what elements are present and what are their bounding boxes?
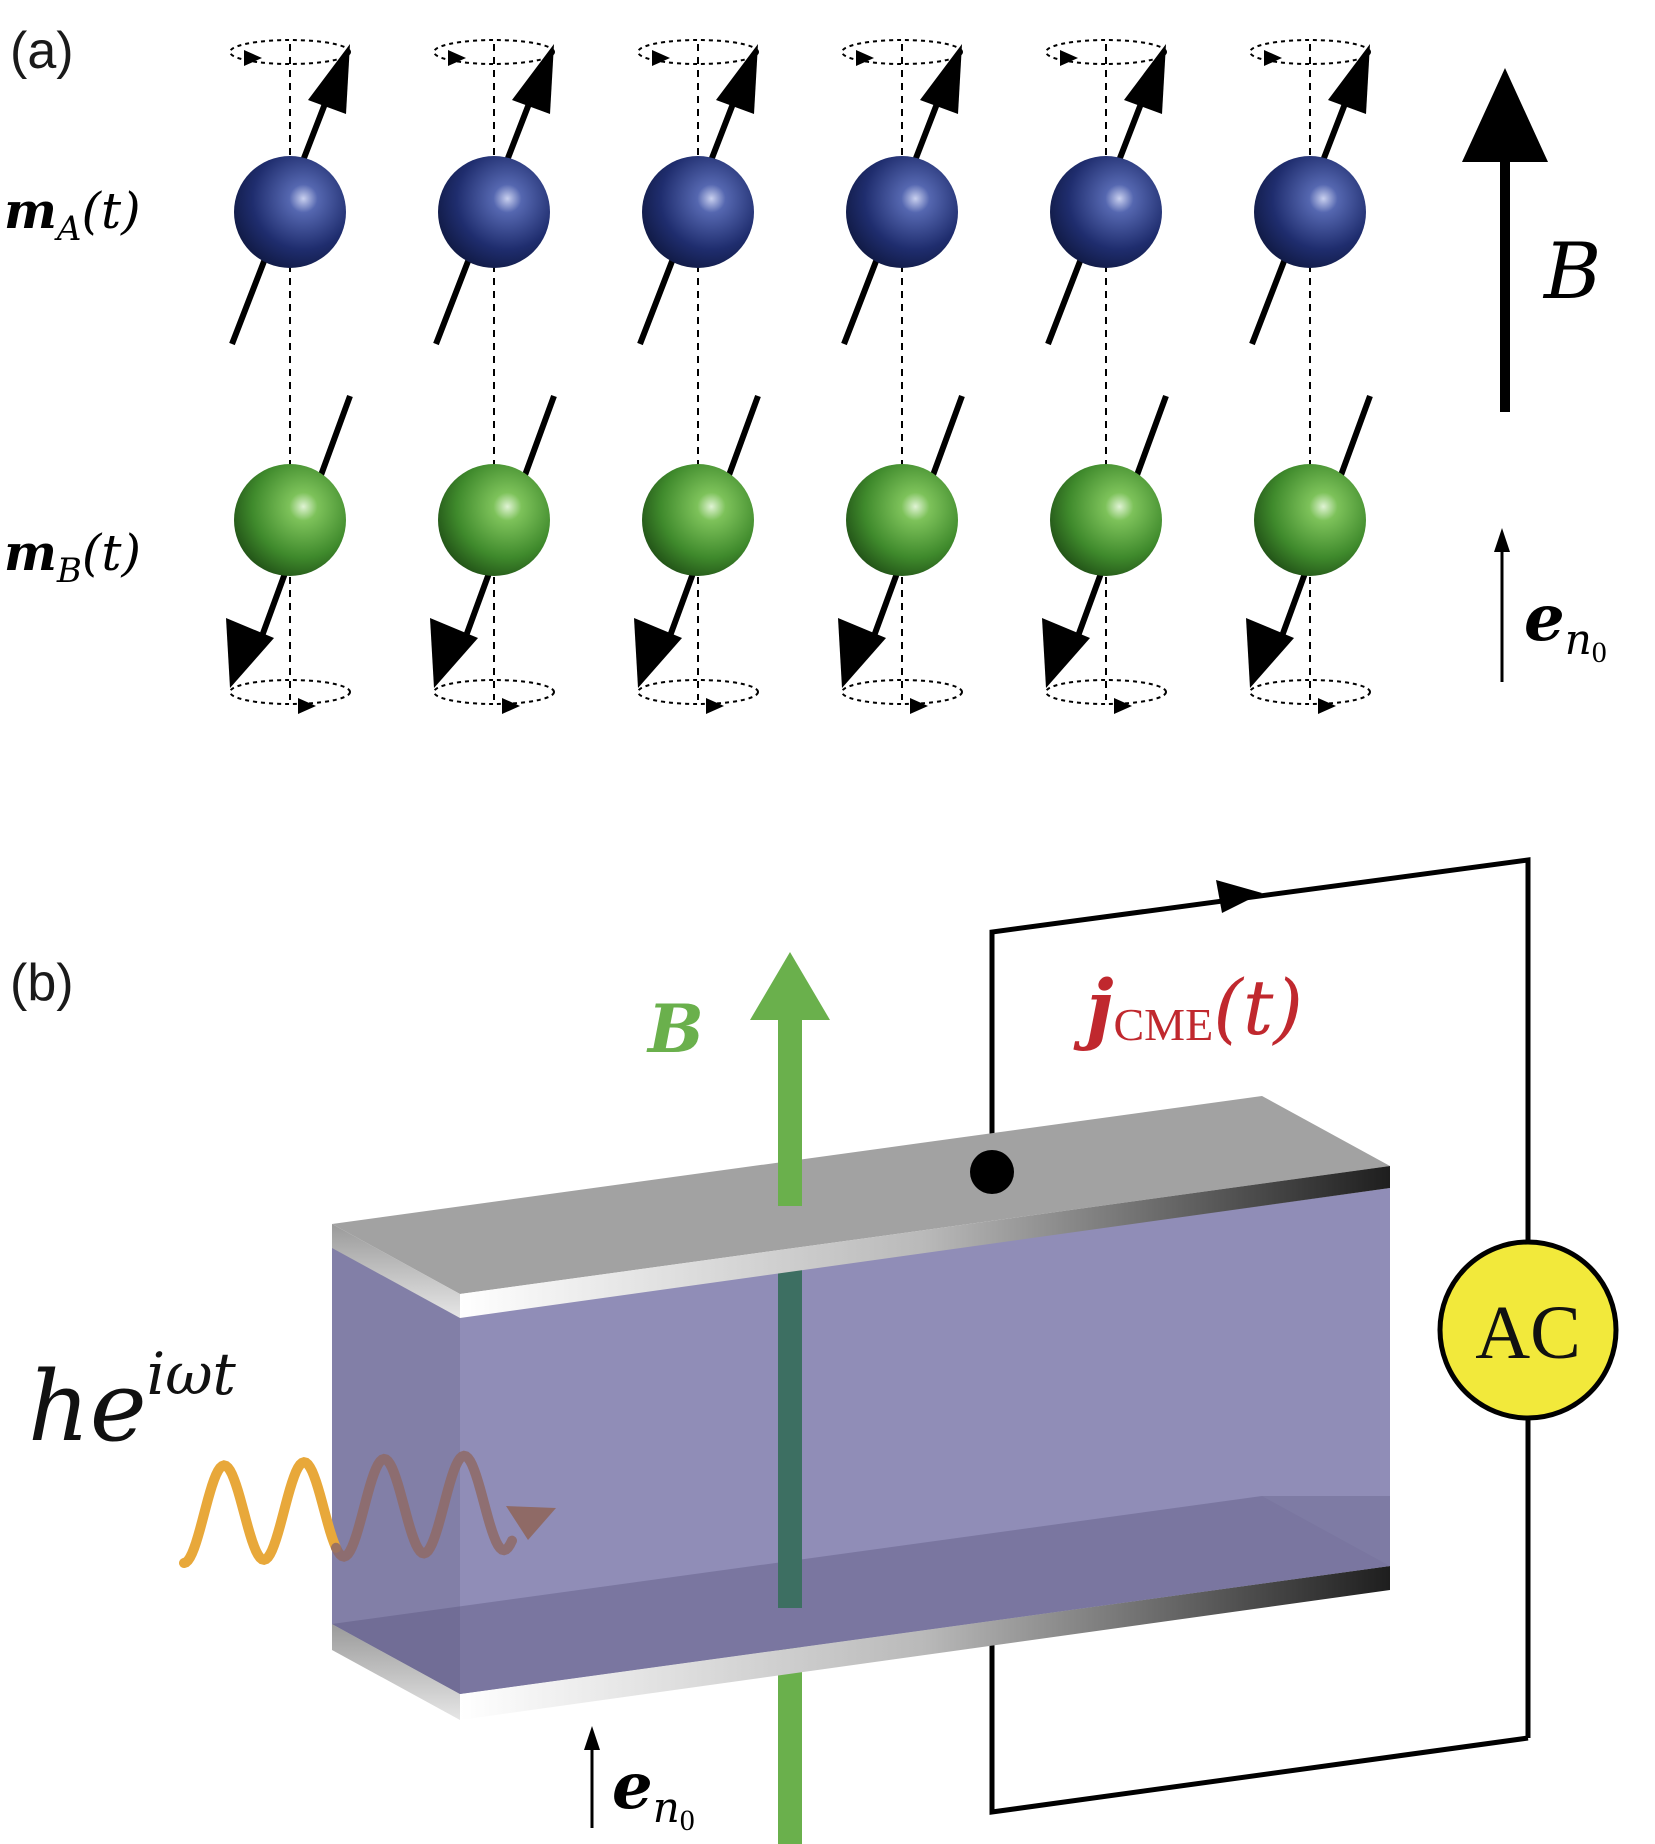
ac-source: AC	[1437, 1239, 1619, 1421]
row-b-symbol: m	[4, 523, 57, 582]
sublattice-a-atom	[846, 156, 958, 268]
axis-label-a: en0	[1524, 581, 1607, 669]
field-arrow	[1462, 68, 1548, 412]
spin-a-arrowhead	[308, 44, 350, 114]
sublattice-b-atom	[438, 464, 550, 576]
sublattice-a-atom	[234, 156, 346, 268]
row-a-label: mA(t)	[4, 181, 141, 249]
sublattice-a-atom	[1050, 156, 1162, 268]
row-b-subscript: B	[56, 551, 82, 591]
precession-orbit-bottom	[1045, 679, 1167, 705]
axis-a-symbol: e	[1524, 581, 1565, 656]
spin-a-arrowhead	[920, 44, 962, 114]
precession-orbit-top	[637, 39, 759, 65]
axis-b-subsubscript: 0	[680, 1804, 695, 1837]
spin-a-arrowhead	[1328, 44, 1370, 114]
orbit-arrowhead	[706, 698, 724, 714]
precession-orbit-top	[433, 39, 555, 65]
spin-a-arrowhead	[716, 44, 758, 114]
current-subscript: CME	[1114, 999, 1214, 1050]
sublattice-a-atom	[642, 156, 754, 268]
orbit-arrowhead	[448, 50, 466, 66]
orbit-arrowhead	[1264, 50, 1282, 66]
axis-arrow-b	[584, 1726, 600, 1828]
precession-orbit-top	[1249, 39, 1371, 65]
field-label-b: B	[646, 990, 704, 1068]
sublattice-b-atom	[1254, 464, 1366, 576]
precession-orbit-bottom	[841, 679, 963, 705]
precession-orbit-top	[841, 39, 963, 65]
current-label: jCME(t)	[1073, 963, 1303, 1052]
current-direction-arrow	[1216, 880, 1262, 913]
row-a-subscript: A	[54, 209, 82, 249]
sublattice-b-atom	[846, 464, 958, 576]
orbit-arrowhead	[298, 698, 316, 714]
spin-b-arrowhead	[634, 618, 682, 688]
field-label-a: B	[1542, 227, 1601, 317]
spin-site	[1246, 39, 1373, 714]
orbit-arrowhead	[910, 698, 928, 714]
precession-orbit-bottom	[229, 679, 351, 705]
wave-exponent: iωt	[147, 1340, 237, 1408]
top-plate	[332, 1096, 1390, 1318]
spin-a-arrowhead	[512, 44, 554, 114]
spin-site	[226, 39, 353, 714]
precession-orbit-bottom	[433, 679, 555, 705]
row-a-argument: (t)	[81, 182, 140, 240]
orbit-arrowhead	[856, 50, 874, 66]
sublattice-b-atom	[234, 464, 346, 576]
spin-b-arrowhead	[430, 618, 478, 688]
panel-b-label: (b)	[10, 954, 74, 1012]
spin-a-arrowhead	[1124, 44, 1166, 114]
spin-b-arrowhead	[226, 618, 274, 688]
wave-label: heiωt	[28, 1340, 236, 1463]
sublattice-a-atom	[1254, 156, 1366, 268]
orbit-arrowhead	[502, 698, 520, 714]
axis-a-subscript: n	[1565, 615, 1592, 664]
axis-label-b: en0	[612, 1749, 695, 1837]
spin-site	[430, 39, 557, 714]
panel-b: (b)	[10, 857, 1619, 1844]
panel-a-label: (a)	[10, 22, 74, 80]
sublattice-b-atom	[1050, 464, 1162, 576]
spin-site	[1042, 39, 1169, 714]
axis-arrow-a	[1494, 528, 1510, 682]
orbit-arrowhead	[244, 50, 262, 66]
spin-b-arrowhead	[1042, 618, 1090, 688]
current-argument: (t)	[1213, 963, 1303, 1052]
ac-source-label: AC	[1475, 1291, 1581, 1375]
row-b-argument: (t)	[82, 524, 141, 582]
wave-base: he	[28, 1351, 147, 1463]
axis-b-symbol: e	[612, 1749, 653, 1824]
row-b-label: mB(t)	[4, 523, 141, 591]
sublattice-a-atom	[438, 156, 550, 268]
orbit-arrowhead	[1114, 698, 1132, 714]
field-line-inside	[778, 1264, 802, 1608]
orbit-arrowhead	[652, 50, 670, 66]
incident-wave	[179, 1450, 556, 1568]
precession-orbit-bottom	[1249, 679, 1371, 705]
current-symbol: j	[1073, 963, 1114, 1052]
orbit-arrowhead	[1318, 698, 1336, 714]
precession-orbit-bottom	[637, 679, 759, 705]
contact-dot	[970, 1150, 1014, 1194]
spin-site	[634, 39, 761, 714]
spin-b-arrowhead	[1246, 618, 1294, 688]
axis-b-subscript: n	[653, 1783, 680, 1832]
precession-orbit-top	[1045, 39, 1167, 65]
row-a-symbol: m	[4, 181, 57, 240]
precession-orbit-top	[229, 39, 351, 65]
sublattice-b-atom	[642, 464, 754, 576]
axis-a-subsubscript: 0	[1592, 636, 1607, 669]
orbit-arrowhead	[1060, 50, 1078, 66]
spin-b-arrowhead	[838, 618, 886, 688]
spin-sites	[226, 39, 1373, 714]
circuit-wire	[989, 857, 1531, 1815]
field-arrow-b	[750, 952, 830, 1206]
panel-a: (a) mA(t) mB(t) B en0	[4, 22, 1607, 714]
spin-site	[838, 39, 965, 714]
